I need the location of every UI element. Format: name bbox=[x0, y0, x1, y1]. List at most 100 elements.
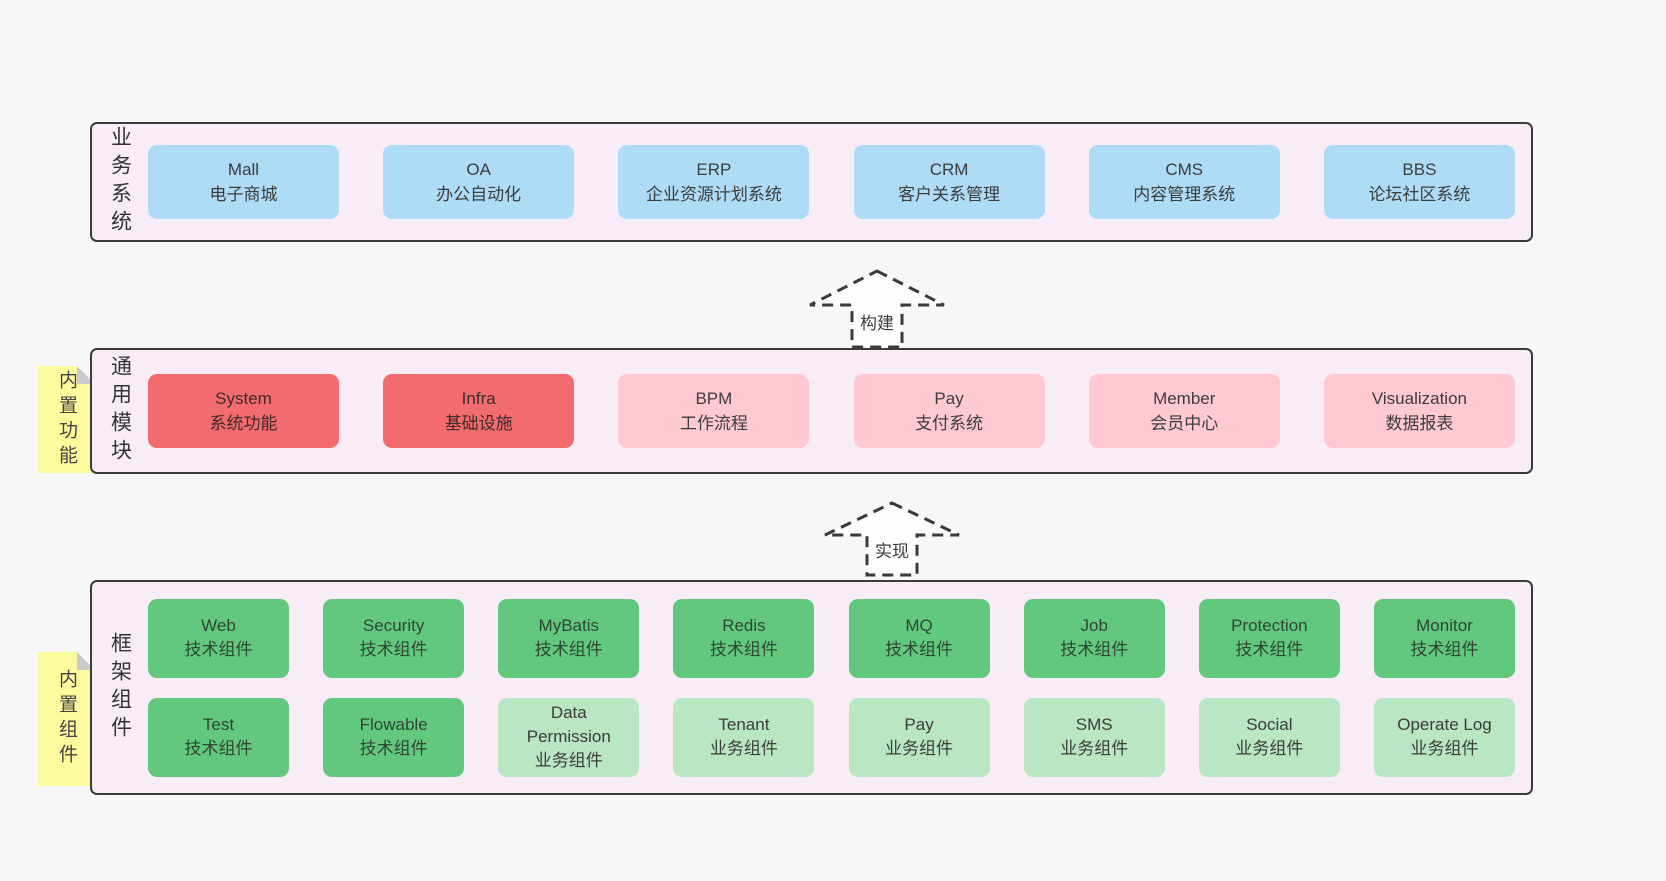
sticky-note-label: 内置组件 bbox=[56, 669, 77, 769]
node-title: Flowable bbox=[359, 715, 428, 734]
node-subtitle: 办公自动化 bbox=[436, 185, 522, 204]
node-title: Social bbox=[1246, 715, 1293, 734]
node-title: Protection bbox=[1231, 616, 1308, 635]
node-title: Infra bbox=[461, 389, 496, 408]
common-modules-row: System 系统功能 Infra 基础设施 BPM 工作流程 Pay 支付系统… bbox=[148, 350, 1515, 472]
node-title: CRM bbox=[929, 160, 969, 179]
node-bbs: BBS 论坛社区系统 bbox=[1323, 145, 1515, 219]
node-cms: CMS 内容管理系统 bbox=[1088, 145, 1280, 219]
node-title: Mall bbox=[227, 160, 260, 179]
node-title: Data Permission bbox=[526, 703, 611, 746]
node-subtitle: 基础设施 bbox=[444, 414, 513, 433]
node-subtitle: 业务组件 bbox=[709, 739, 778, 758]
node-subtitle: 内容管理系统 bbox=[1133, 185, 1236, 204]
sticky-note-built-in-features: 内置功能 bbox=[38, 366, 95, 473]
node-protection: Protection 技术组件 bbox=[1198, 598, 1340, 678]
node-tenant: Tenant 业务组件 bbox=[673, 697, 815, 777]
node-title: Tenant bbox=[718, 715, 770, 734]
node-security: Security 技术组件 bbox=[323, 598, 465, 678]
node-operate-log: Operate Log 业务组件 bbox=[1373, 697, 1515, 777]
node-title: Security bbox=[362, 616, 425, 635]
business-systems-panel: 业务系统 Mall 电子商城 OA 办公自动化 ERP 企业资源计划系统 CRM… bbox=[90, 122, 1533, 242]
node-subtitle: 系统功能 bbox=[209, 414, 278, 433]
node-pay-system: Pay 支付系统 bbox=[853, 374, 1045, 448]
biz-components-row: Test 技术组件 Flowable 技术组件 Data Permission … bbox=[148, 697, 1515, 777]
node-system: System 系统功能 bbox=[148, 374, 339, 448]
node-subtitle: 技术组件 bbox=[1060, 640, 1129, 659]
node-subtitle: 技术组件 bbox=[1235, 640, 1304, 659]
node-subtitle: 论坛社区系统 bbox=[1368, 185, 1471, 204]
node-title: Monitor bbox=[1416, 616, 1473, 635]
node-title: Pay bbox=[904, 715, 934, 734]
node-subtitle: 技术组件 bbox=[534, 640, 603, 659]
node-title: MQ bbox=[905, 616, 933, 635]
tech-components-row: Web 技术组件 Security 技术组件 MyBatis 技术组件 Redi… bbox=[148, 598, 1515, 678]
node-subtitle: 企业资源计划系统 bbox=[645, 185, 782, 204]
panel-label: 业务系统 bbox=[108, 126, 132, 238]
node-title: OA bbox=[466, 160, 491, 179]
node-subtitle: 支付系统 bbox=[915, 414, 984, 433]
sticky-note-built-in-components: 内置组件 bbox=[38, 652, 95, 786]
node-title: Redis bbox=[722, 616, 766, 635]
node-job: Job 技术组件 bbox=[1023, 598, 1165, 678]
node-title: Member bbox=[1153, 389, 1216, 408]
node-subtitle: 业务组件 bbox=[1410, 739, 1479, 758]
arrow-label: 构建 bbox=[858, 309, 896, 334]
node-title: Test bbox=[202, 715, 235, 734]
node-title: MyBatis bbox=[538, 616, 600, 635]
node-title: SMS bbox=[1075, 715, 1113, 734]
node-title: ERP bbox=[696, 160, 732, 179]
node-visualization: Visualization 数据报表 bbox=[1323, 374, 1515, 448]
node-mq: MQ 技术组件 bbox=[848, 598, 990, 678]
node-subtitle: 会员中心 bbox=[1150, 414, 1219, 433]
node-subtitle: 技术组件 bbox=[885, 640, 954, 659]
node-web: Web 技术组件 bbox=[148, 598, 289, 678]
node-member: Member 会员中心 bbox=[1088, 374, 1280, 448]
node-bpm: BPM 工作流程 bbox=[618, 374, 810, 448]
node-social: Social 业务组件 bbox=[1198, 697, 1340, 777]
node-subtitle: 业务组件 bbox=[534, 751, 603, 770]
framework-components-grid: Web 技术组件 Security 技术组件 MyBatis 技术组件 Redi… bbox=[148, 582, 1515, 793]
panel-label: 通用模块 bbox=[108, 355, 132, 467]
node-title: Visualization bbox=[1371, 389, 1467, 408]
node-subtitle: 技术组件 bbox=[1410, 640, 1479, 659]
node-monitor: Monitor 技术组件 bbox=[1373, 598, 1515, 678]
node-title: Web bbox=[201, 616, 236, 635]
node-title: CMS bbox=[1165, 160, 1204, 179]
node-flowable: Flowable 技术组件 bbox=[323, 697, 465, 777]
node-subtitle: 业务组件 bbox=[885, 739, 954, 758]
node-mall: Mall 电子商城 bbox=[148, 145, 339, 219]
node-sms: SMS 业务组件 bbox=[1023, 697, 1165, 777]
sticky-note-label: 内置功能 bbox=[56, 369, 77, 470]
node-infra: Infra 基础设施 bbox=[383, 374, 575, 448]
node-subtitle: 客户关系管理 bbox=[898, 185, 1001, 204]
node-subtitle: 技术组件 bbox=[359, 739, 428, 758]
node-data-permission: Data Permission 业务组件 bbox=[498, 697, 640, 777]
panel-label: 框架组件 bbox=[108, 631, 132, 744]
node-title: System bbox=[215, 389, 272, 408]
node-title: Pay bbox=[934, 389, 964, 408]
node-title: BBS bbox=[1402, 160, 1437, 179]
node-mybatis: MyBatis 技术组件 bbox=[498, 598, 640, 678]
arrow-label: 实现 bbox=[873, 537, 911, 562]
node-subtitle: 业务组件 bbox=[1235, 739, 1304, 758]
node-erp: ERP 企业资源计划系统 bbox=[618, 145, 810, 219]
node-subtitle: 业务组件 bbox=[1060, 739, 1129, 758]
business-systems-row: Mall 电子商城 OA 办公自动化 ERP 企业资源计划系统 CRM 客户关系… bbox=[148, 124, 1515, 240]
node-crm: CRM 客户关系管理 bbox=[853, 145, 1045, 219]
implement-arrow: 实现 bbox=[822, 500, 962, 578]
node-subtitle: 数据报表 bbox=[1385, 414, 1454, 433]
framework-components-panel: 框架组件 Web 技术组件 Security 技术组件 MyBatis 技术组件… bbox=[90, 580, 1533, 795]
node-title: Job bbox=[1080, 616, 1108, 635]
common-modules-panel: 通用模块 System 系统功能 Infra 基础设施 BPM 工作流程 Pay… bbox=[90, 348, 1533, 474]
node-subtitle: 技术组件 bbox=[359, 640, 428, 659]
node-oa: OA 办公自动化 bbox=[383, 145, 575, 219]
node-pay-component: Pay 业务组件 bbox=[848, 697, 990, 777]
node-subtitle: 技术组件 bbox=[184, 739, 253, 758]
node-subtitle: 电子商城 bbox=[209, 185, 278, 204]
build-arrow: 构建 bbox=[807, 268, 947, 350]
node-redis: Redis 技术组件 bbox=[673, 598, 815, 678]
node-title: BPM bbox=[695, 389, 733, 408]
node-subtitle: 工作流程 bbox=[679, 414, 748, 433]
